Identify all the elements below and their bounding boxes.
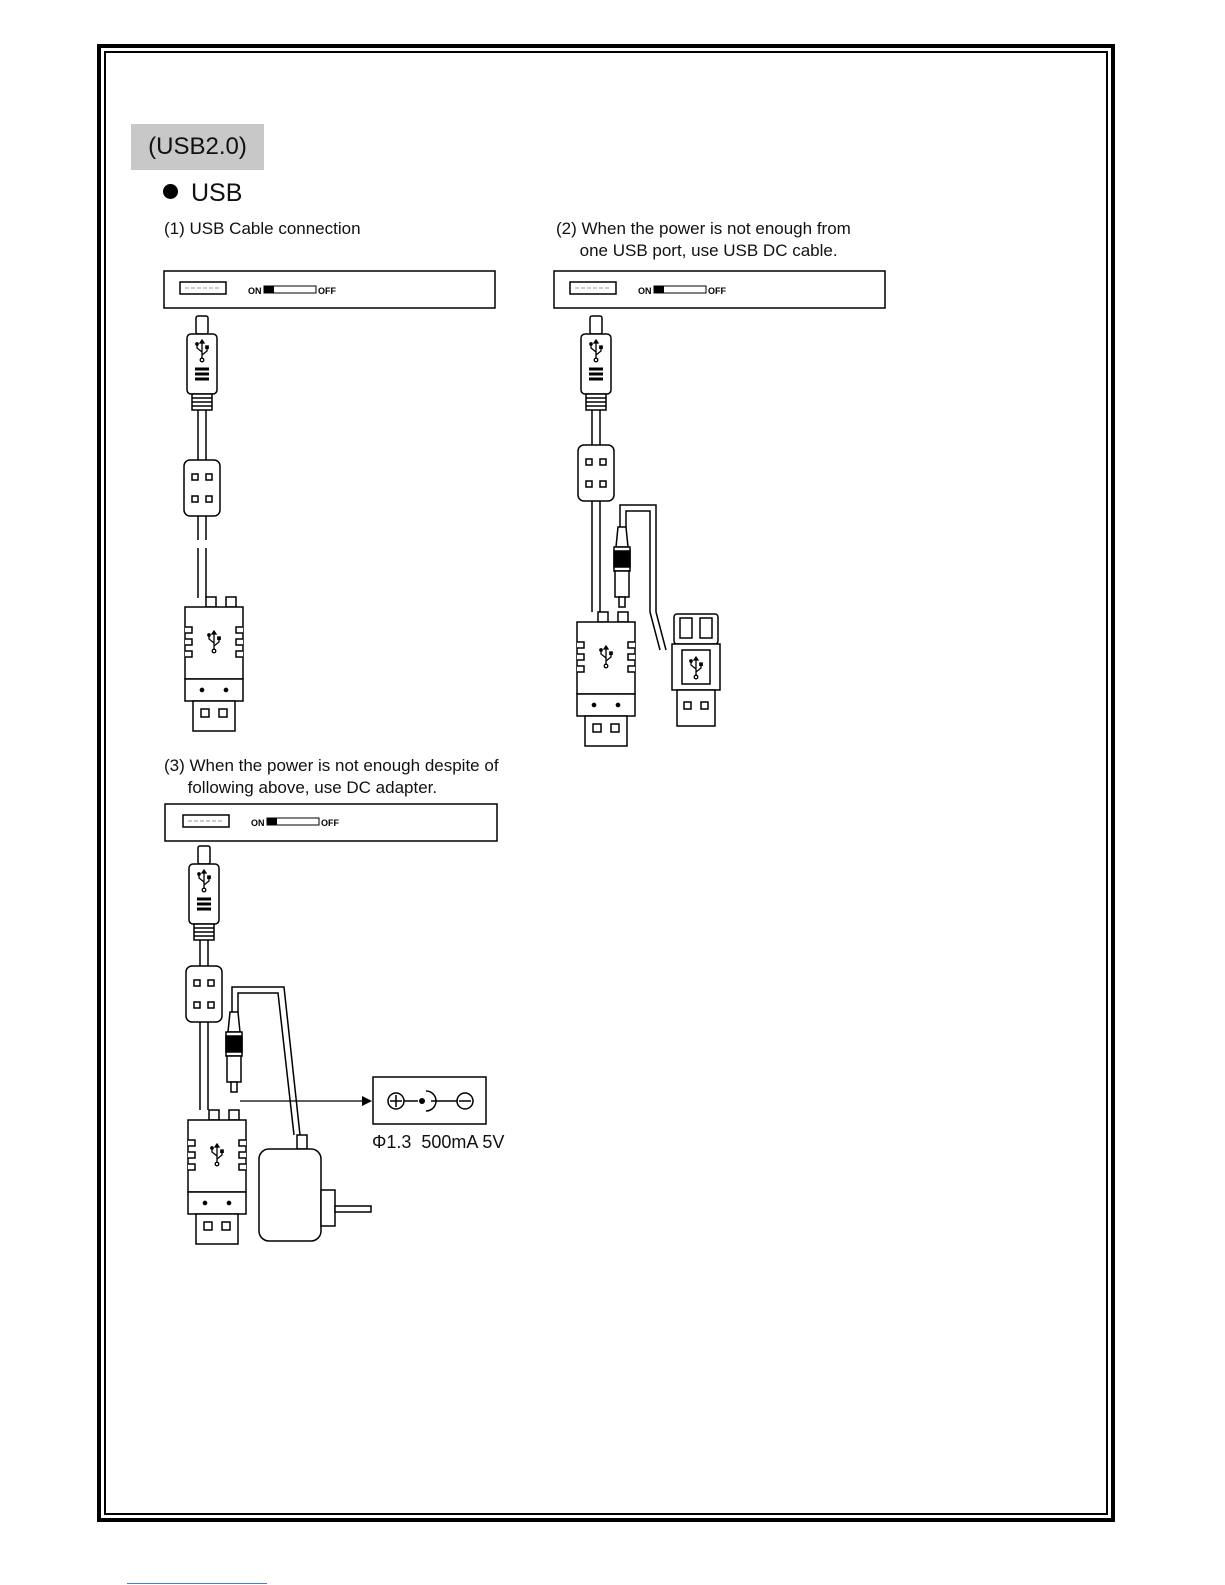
panel-off-label: OFF (318, 286, 336, 296)
device-panel-2: ON OFF (554, 271, 885, 308)
device-panel-3: ON OFF (165, 804, 497, 841)
minus-polarity-icon (457, 1093, 473, 1109)
dc-adapter-setup-3 (186, 846, 372, 1244)
footer-link-underline (127, 1583, 267, 1584)
usb-cable-1 (184, 316, 243, 731)
polarity-diagram (373, 1077, 486, 1124)
panel-on-label: ON (251, 818, 265, 828)
panel-on-label: ON (638, 286, 652, 296)
usb-dc-cable-2 (577, 316, 726, 746)
plus-polarity-icon (388, 1093, 404, 1109)
panel-off-label: OFF (321, 818, 339, 828)
panel-on-label: ON (248, 286, 262, 296)
panel-off-label: OFF (708, 286, 726, 296)
device-panel-1: ON OFF (164, 271, 495, 308)
